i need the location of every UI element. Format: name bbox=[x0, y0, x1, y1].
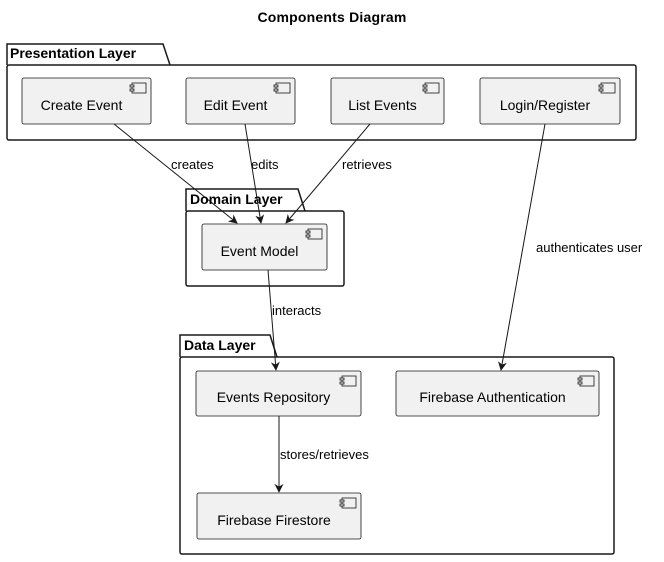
edge-interacts bbox=[267, 269, 280, 371]
component-firebase-authentication: Firebase Authentication bbox=[419, 389, 566, 405]
component-firebase-firestore: Firebase Firestore bbox=[217, 512, 331, 528]
edge-label-stores-retrieves: stores/retrieves bbox=[280, 447, 369, 462]
component-icon bbox=[422, 82, 440, 94]
component-icon bbox=[598, 82, 616, 94]
edge-retrieves bbox=[285, 123, 371, 224]
component-icon bbox=[339, 497, 357, 509]
diagram-title: Components Diagram bbox=[257, 9, 407, 25]
component-list-events-box bbox=[330, 77, 445, 125]
edge-label-authenticates-user: authenticates user bbox=[536, 240, 643, 255]
component-list-events: List Events bbox=[348, 97, 417, 113]
component-login-register: Login/Register bbox=[499, 97, 591, 113]
component-event-model: Event Model bbox=[220, 243, 299, 259]
component-firebase-auth-box bbox=[395, 370, 600, 417]
component-icon bbox=[305, 228, 323, 240]
edge-label-interacts: interacts bbox=[272, 303, 322, 318]
edge-authenticates-user bbox=[497, 123, 546, 371]
component-create-event: Create Event bbox=[40, 97, 123, 113]
package-presentation-layer bbox=[6, 43, 637, 141]
component-login-register-box bbox=[479, 77, 621, 125]
edge-label-creates: creates bbox=[171, 157, 214, 172]
package-label-data: Data Layer bbox=[184, 337, 256, 353]
component-create-event-box bbox=[21, 77, 152, 125]
component-firebase-firestore-box bbox=[196, 492, 362, 540]
component-events-repository: Events Repository bbox=[216, 389, 331, 405]
edge-creates bbox=[113, 123, 238, 224]
component-icon bbox=[339, 375, 357, 387]
package-label-domain: Domain Layer bbox=[190, 191, 283, 207]
package-label-presentation: Presentation Layer bbox=[10, 45, 137, 61]
edge-label-edits: edits bbox=[251, 157, 279, 172]
component-icon bbox=[129, 82, 147, 94]
component-edit-event: Edit Event bbox=[203, 97, 268, 113]
component-icon bbox=[273, 82, 291, 94]
edge-label-retrieves: retrieves bbox=[342, 157, 392, 172]
component-event-model-box bbox=[201, 223, 328, 271]
component-icon bbox=[577, 375, 595, 387]
edge-edits bbox=[244, 123, 265, 224]
component-edit-event-box bbox=[185, 77, 296, 125]
